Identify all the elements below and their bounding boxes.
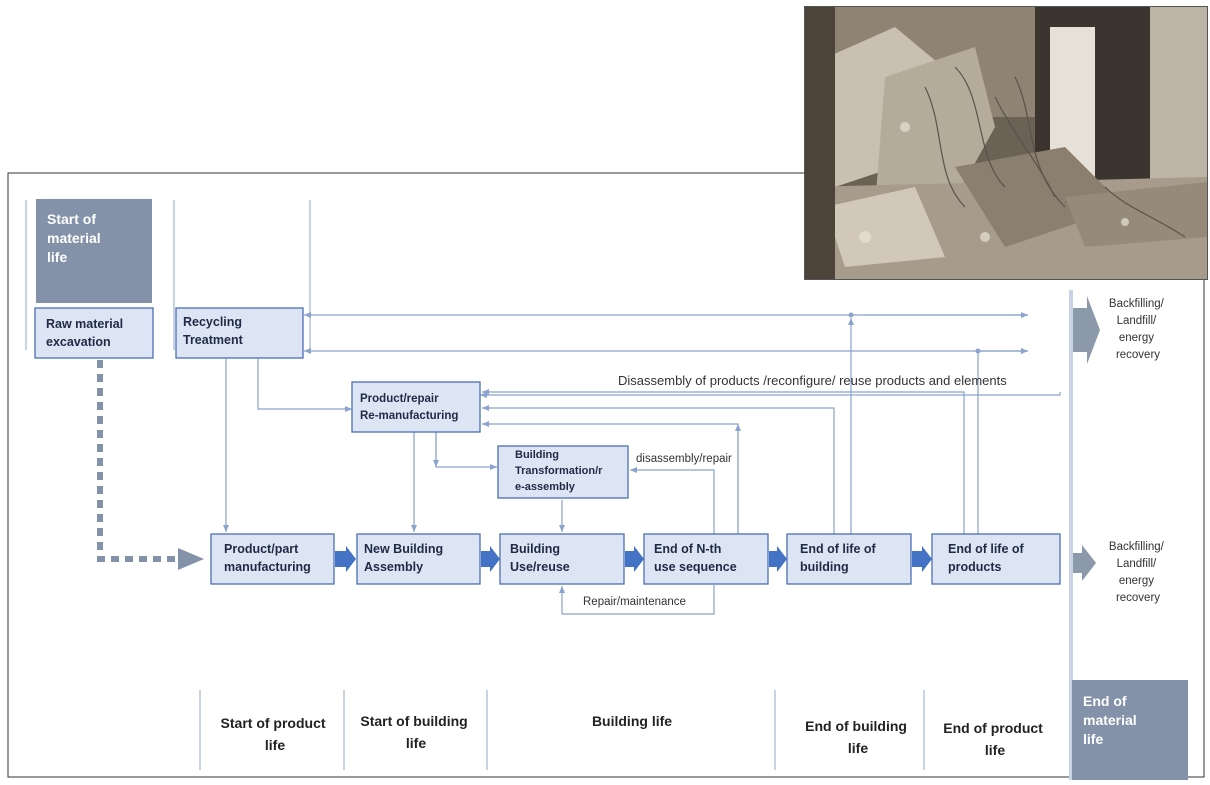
remanufacturing-label: Product/repair Re-manufacturing (360, 393, 458, 422)
start-material-life-box (36, 199, 152, 303)
raw-material-label: Raw material excavation (46, 317, 127, 349)
transformation-label: Building Transformation/r e-assembly (515, 449, 605, 493)
connector-lines (223, 312, 1061, 615)
column-dividers (25, 200, 1073, 780)
process-boxes (34, 307, 1061, 585)
disassembly-products-label: Disassembly of products /reconfigure/ re… (618, 373, 1007, 388)
phase-end-building-life: End of building life (805, 718, 911, 756)
end-life-products-label: End of life of products (948, 542, 1027, 574)
recycling-label: Recycling Treatment (183, 315, 246, 347)
outcome-arrows (1073, 296, 1100, 581)
end-material-life-box (1072, 680, 1188, 780)
new-building-box (356, 533, 481, 585)
remanufacturing-box (351, 381, 481, 433)
diagram-frame (7, 172, 1205, 778)
phase-start-building-life: Start of building life (360, 713, 471, 751)
end-life-building-label: End of life of building (800, 542, 879, 574)
end-life-products-box (931, 533, 1061, 585)
disassembly-repair-label: disassembly/repair (636, 453, 732, 465)
building-use-label: Building Use/reuse (510, 542, 570, 574)
new-building-label: New Building Assembly (364, 542, 447, 574)
building-use-box (499, 533, 625, 585)
raw-material-box (34, 307, 154, 359)
phase-start-product-life: Start of product life (221, 715, 330, 753)
repair-maintenance-label: Repair/maintenance (583, 596, 686, 608)
raw-material-flow-arrow (178, 548, 204, 570)
flow-arrows (335, 546, 932, 572)
end-nth-use-label: End of N-th use sequence (654, 542, 737, 574)
end-material-life-label: End of material life (1083, 693, 1141, 747)
demolition-photo (804, 6, 1208, 280)
product-manufacturing-label: Product/part manufacturing (224, 542, 311, 574)
product-manufacturing-box (210, 533, 335, 585)
recycling-box (175, 307, 304, 359)
end-life-building-box (786, 533, 912, 585)
transformation-box (497, 445, 629, 499)
outcome-top-label: Backfilling/ Landfill/ energy recovery (1109, 298, 1167, 361)
outcome-bottom-label: Backfilling/ Landfill/ energy recovery (1109, 541, 1167, 604)
start-material-life-label: Start of material life (47, 211, 105, 265)
demolition-photo-illustration (805, 7, 1207, 279)
phase-end-product-life: End of product life (943, 720, 1046, 758)
phase-building-life: Building life (592, 713, 672, 729)
raw-material-flow-path (97, 360, 178, 562)
